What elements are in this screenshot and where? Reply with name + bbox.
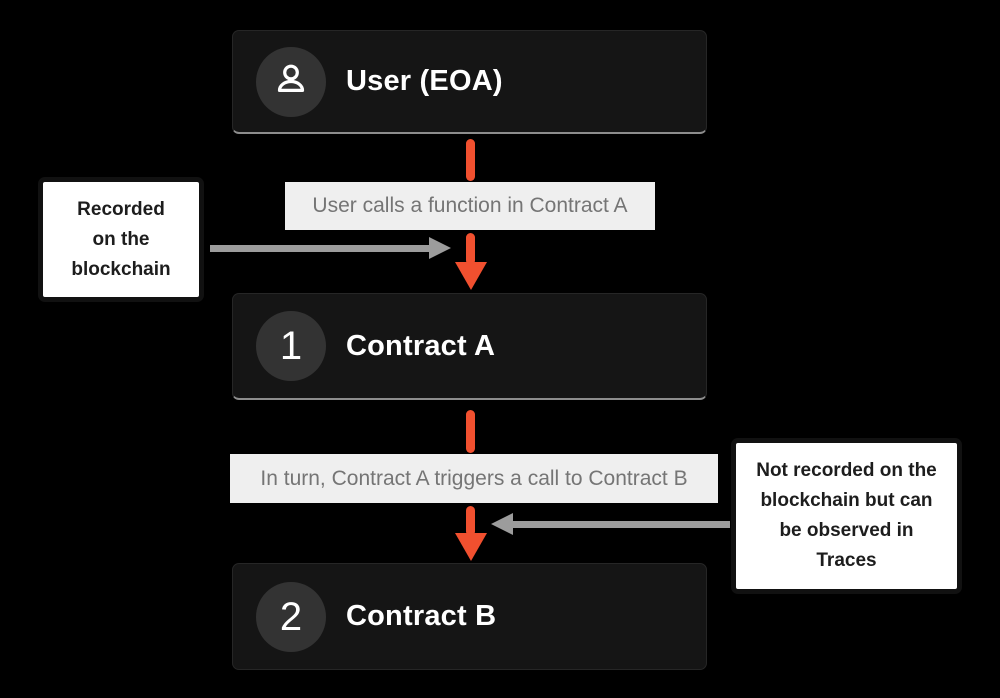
down-arrow-icon — [455, 262, 487, 290]
contract-a-badge-number: 1 — [279, 324, 303, 368]
node-contract-a-label: Contract A — [346, 329, 496, 362]
node-contract-b: 2 Contract B — [232, 563, 707, 670]
flow-arrow-user-to-a-shaft-lower — [466, 233, 475, 265]
user-avatar — [256, 46, 326, 117]
user-icon — [271, 59, 311, 104]
contract-a-badge: 1 — [256, 311, 326, 381]
node-user-label: User (EOA) — [346, 65, 503, 97]
flow-label-a-to-b: In turn, Contract A triggers a call to C… — [230, 454, 718, 503]
left-arrow-icon — [491, 513, 513, 535]
annotation-not-recorded-text: Not recorded on the blockchain but can b… — [756, 460, 937, 571]
node-contract-a: 1 Contract A — [232, 293, 707, 400]
down-arrow-icon — [455, 533, 487, 561]
annotation-not-recorded: Not recorded on the blockchain but can b… — [731, 438, 962, 594]
annotation-arrow-right-shaft — [513, 521, 730, 528]
annotation-arrow-left-shaft — [210, 245, 429, 252]
annotation-recorded: Recorded on the blockchain — [38, 177, 204, 302]
annotation-recorded-text: Recorded on the blockchain — [71, 198, 171, 280]
contract-b-badge-number: 2 — [279, 594, 303, 639]
node-user-eoa: User (EOA) — [232, 30, 707, 134]
node-contract-b-label: Contract B — [346, 600, 497, 632]
right-arrow-icon — [429, 237, 451, 259]
flow-arrow-a-to-b-shaft-lower — [466, 506, 475, 536]
flow-label-user-to-a: User calls a function in Contract A — [285, 182, 655, 230]
flow-arrow-user-to-a-shaft — [466, 139, 475, 181]
contract-b-badge: 2 — [256, 581, 326, 652]
flow-arrow-a-to-b-shaft — [466, 410, 475, 453]
